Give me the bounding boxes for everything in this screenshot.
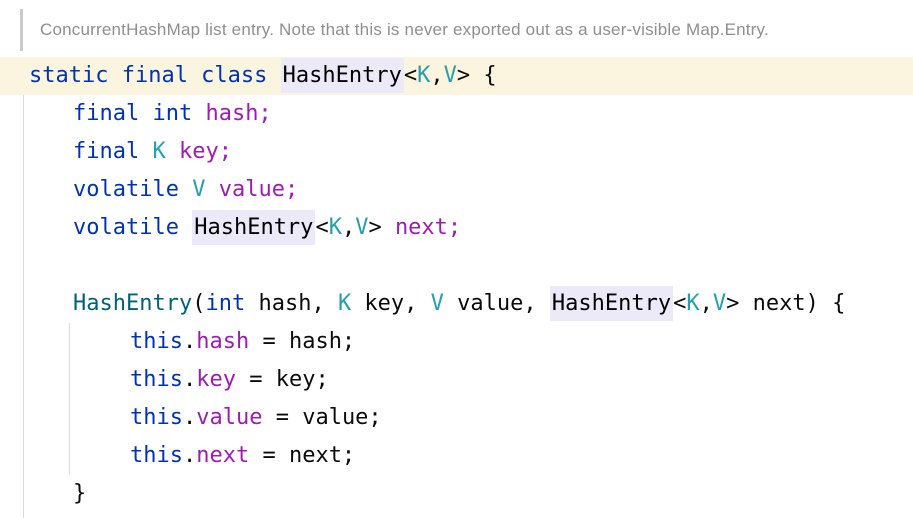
code-token: volatile: [73, 215, 193, 240]
code-token: >: [368, 215, 395, 240]
indent-guide-constructor-body: [69, 323, 70, 475]
code-token: K: [417, 63, 431, 88]
code-token: <: [403, 63, 418, 88]
code-token: V: [192, 177, 206, 202]
code-token: }: [73, 481, 87, 506]
code-line-5[interactable]: volatile HashEntry<K,V> next;: [0, 209, 913, 247]
code-line-11[interactable]: this.next = next;: [0, 437, 913, 475]
code-token: .: [182, 367, 197, 392]
code-line-9[interactable]: this.key = key;: [0, 361, 913, 399]
code-token: value,: [443, 291, 550, 316]
code-token: int: [205, 291, 246, 316]
code-token: ,: [699, 291, 713, 316]
highlighted-identifier: HashEntry: [280, 58, 404, 93]
code-token: = next;: [249, 443, 356, 468]
code-token: key: [196, 367, 236, 392]
code-line-12[interactable]: }: [0, 475, 913, 513]
code-token: this: [130, 329, 183, 354]
highlighted-identifier: HashEntry: [549, 286, 674, 321]
code-token: static final class: [29, 63, 281, 88]
code-token: ,: [430, 63, 444, 88]
rendered-doc-comment[interactable]: ConcurrentHashMap list entry. Note that …: [20, 9, 769, 51]
code-token: this: [130, 443, 183, 468]
code-token: > next) {: [726, 291, 846, 316]
code-line-7[interactable]: HashEntry(int hash, K key, V value, Hash…: [0, 285, 913, 323]
code-token: .: [182, 443, 197, 468]
code-token: [205, 177, 218, 202]
code-token: <: [315, 215, 329, 240]
code-line-3[interactable]: final K key;: [0, 133, 913, 171]
code-token: ,: [341, 215, 356, 240]
code-token: <: [673, 291, 687, 316]
code-token: this: [130, 405, 183, 430]
indent-guide-class-body: [23, 95, 24, 518]
code-token: .: [182, 405, 197, 430]
code-token: final: [73, 139, 153, 164]
code-token: > {: [456, 63, 497, 88]
code-token: V: [712, 291, 727, 316]
code-token: hash;: [205, 101, 272, 126]
highlighted-identifier: HashEntry: [192, 210, 316, 245]
code-token: K: [337, 291, 352, 316]
code-token: K: [152, 139, 166, 164]
code-token: K: [328, 215, 342, 240]
code-line-6[interactable]: [0, 247, 913, 285]
code-line-8[interactable]: this.hash = hash;: [0, 323, 913, 361]
code-editor[interactable]: static final class HashEntry<K,V> {final…: [0, 57, 913, 513]
code-token: (: [192, 291, 206, 316]
code-line-4[interactable]: volatile V value;: [0, 171, 913, 209]
code-token: = hash;: [249, 329, 356, 354]
code-token: next: [196, 443, 250, 468]
code-token: value: [196, 405, 263, 430]
code-line-10[interactable]: this.value = value;: [0, 399, 913, 437]
doc-comment-text: ConcurrentHashMap list entry. Note that …: [40, 20, 769, 39]
code-token: [166, 139, 179, 164]
code-token: volatile: [73, 177, 193, 202]
code-token: hash: [196, 329, 250, 354]
code-token: key;: [178, 139, 232, 164]
code-token: this: [130, 367, 183, 392]
code-token: key,: [351, 291, 431, 316]
code-line-2[interactable]: final int hash;: [0, 95, 913, 133]
code-token: V: [430, 291, 444, 316]
code-token: final int: [73, 101, 206, 126]
code-token: hash,: [245, 291, 338, 316]
code-token: V: [443, 63, 457, 88]
code-token: = key;: [235, 367, 329, 392]
code-token: next;: [394, 215, 462, 240]
code-line-1[interactable]: static final class HashEntry<K,V> {: [0, 57, 913, 95]
code-token: V: [355, 215, 369, 240]
code-token: value;: [218, 177, 299, 202]
code-token: K: [686, 291, 700, 316]
code-token: .: [182, 329, 197, 354]
code-token: = value;: [262, 405, 382, 430]
code-token: HashEntry: [73, 291, 193, 316]
